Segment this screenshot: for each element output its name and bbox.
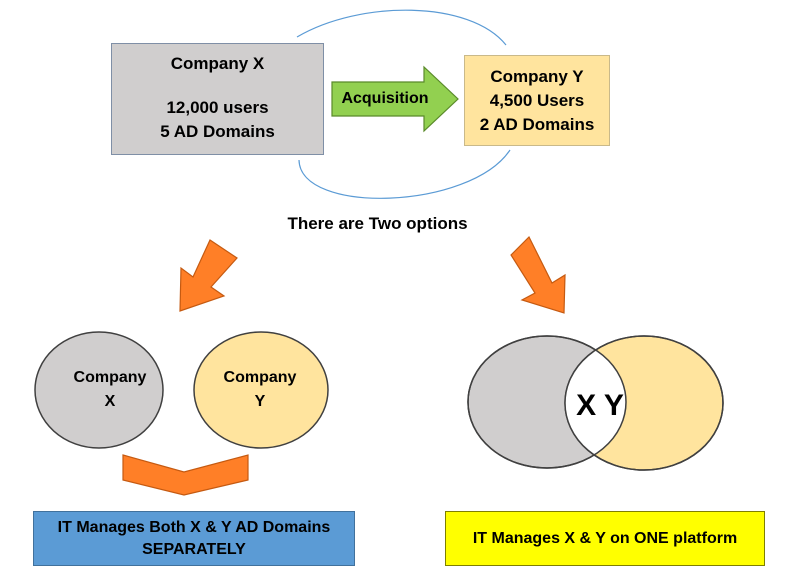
company-y-box: Company Y 4,500 Users 2 AD Domains — [464, 55, 610, 146]
connector-curve-bottom — [298, 149, 511, 199]
circle-y-line-1: Company — [223, 369, 297, 386]
company-x-title: Company X — [170, 54, 265, 73]
merge-chevron — [122, 454, 249, 496]
merged-option-caption: IT Manages X & Y on ONE platform — [445, 511, 765, 566]
options-text: There are Two options — [287, 214, 468, 233]
separate-caption-line-1: IT Manages Both X & Y AD Domains — [57, 518, 331, 536]
acquisition-arrow — [331, 65, 459, 133]
circle-company-x-label: Company X — [45, 366, 175, 414]
circle-company-y — [193, 331, 329, 449]
company-x-users: 12,000 users — [166, 98, 269, 117]
down-arrow-right — [510, 235, 566, 314]
down-arrow-left — [179, 239, 238, 312]
venn-circle-x-outline — [467, 335, 627, 469]
acquisition-label: Acquisition — [341, 90, 429, 107]
company-x-domains: 5 AD Domains — [160, 122, 275, 141]
company-y-title: Company Y — [490, 66, 584, 86]
separate-caption-line-2: SEPARATELY — [142, 540, 246, 558]
connector-curve-top — [296, 9, 507, 46]
company-x-box: Company X 12,000 users 5 AD Domains — [111, 43, 324, 155]
company-y-domains: 2 AD Domains — [479, 114, 595, 134]
venn-overlap — [565, 336, 626, 468]
venn-overlap-label: X Y — [576, 389, 624, 422]
merged-caption-text: IT Manages X & Y on ONE platform — [472, 529, 738, 547]
circle-y-line-2: Y — [254, 393, 266, 410]
circle-x-line-1: Company — [73, 369, 147, 386]
venn-circle-y-outline — [564, 335, 724, 471]
separate-option-caption: IT Manages Both X & Y AD Domains SEPARAT… — [33, 511, 355, 566]
company-y-users: 4,500 Users — [489, 90, 585, 110]
circle-company-x — [34, 331, 164, 449]
circle-company-y-label: Company Y — [195, 366, 325, 414]
circle-x-line-2: X — [104, 393, 116, 410]
